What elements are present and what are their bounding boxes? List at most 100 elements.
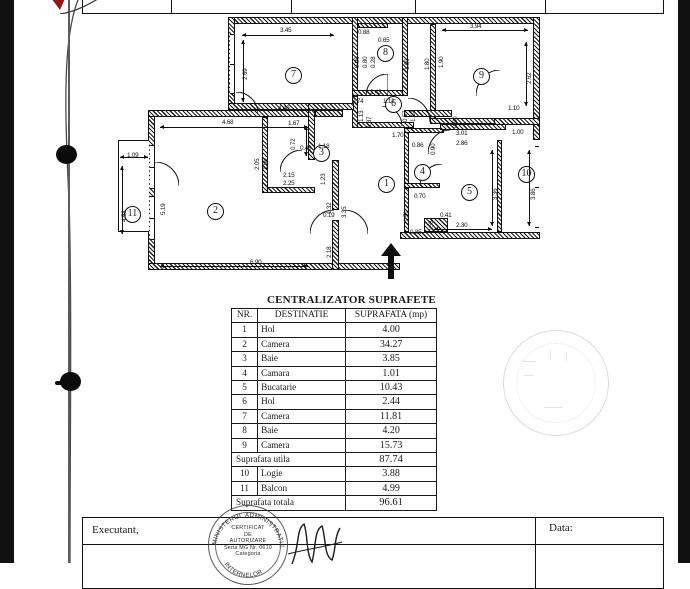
dim-2-05: 2.05 xyxy=(254,158,261,170)
north-arrow-icon xyxy=(381,243,401,279)
dim-1-23: 1.23 xyxy=(320,173,327,185)
dim-arrow xyxy=(524,42,528,106)
dim-2-18: 2.18 xyxy=(326,246,333,258)
stamp-center-text: CERTIFICAT DE AUTORIZARE Seria MG Nr. 06… xyxy=(208,525,288,558)
wall-room8-right xyxy=(402,17,408,96)
room-label-2: 2 xyxy=(207,203,224,220)
door-swing-hall1-left xyxy=(310,210,334,234)
dim-0-80: 0.80 xyxy=(362,56,369,68)
cell-suprafata: 2.44 xyxy=(345,394,437,410)
dim-3-94: 3.94 xyxy=(470,23,482,30)
dim-1-80a: 1.80 xyxy=(404,58,411,70)
door-swing-room5 xyxy=(428,130,450,154)
window-room11-left xyxy=(150,145,154,189)
dim-arrow xyxy=(490,150,494,226)
dim-5-19: 5.19 xyxy=(160,203,167,215)
room-label-11: 11 xyxy=(124,206,141,223)
wall-room4-bottom xyxy=(404,183,440,188)
cell-suprafata: 10.43 xyxy=(345,380,437,396)
dim-2-86: 2.86 xyxy=(456,140,468,147)
wall-link-right xyxy=(404,110,452,117)
dim-1-80b: 1.80 xyxy=(424,58,431,70)
red-ink-mark xyxy=(52,0,65,10)
dim-0-48: 0.48 xyxy=(300,145,312,152)
floor-plan-drawing: 1 2 3 4 5 6 7 8 9 10 11 3.45 2.69 0.88 0… xyxy=(0,0,690,290)
table-title: CENTRALIZATOR SUPRAFETE xyxy=(267,294,436,306)
dim-arrow xyxy=(242,33,334,37)
cell-destinatie: Balcon xyxy=(257,480,347,497)
cell-destinatie: Camera xyxy=(257,408,347,425)
dim-1-67: 1.67 xyxy=(288,120,300,127)
signature-block xyxy=(82,517,664,589)
cell-nr: 5 xyxy=(230,380,259,396)
executant-label: Executant, xyxy=(92,524,139,536)
cell-nr: 2 xyxy=(230,336,259,353)
dim-1-13: 1.13 xyxy=(358,110,365,122)
dim-0-88: 0.88 xyxy=(358,29,370,36)
cell-nr: 7 xyxy=(230,408,259,425)
cell-nr: 11 xyxy=(230,480,259,497)
wall-bottom-kitchen xyxy=(400,232,540,239)
cell-suprafata: 11.81 xyxy=(345,408,437,425)
wall-room8-topstub xyxy=(358,23,388,28)
faint-round-stamp-watermark xyxy=(503,330,609,436)
dim-2-25: 2.25 xyxy=(283,180,295,187)
room-label-8: 8 xyxy=(377,45,394,62)
door-swing-room8 xyxy=(366,74,388,96)
dim-3-86: 3.86 xyxy=(530,188,537,200)
room-label-5: 5 xyxy=(461,184,478,201)
col-header-nr: NR. xyxy=(230,307,259,324)
subtotal-label: Suprafata utila xyxy=(230,452,347,468)
dim-1-12b: 1.12 xyxy=(410,110,417,122)
wall-centre-vert-a xyxy=(308,110,315,160)
wall-room4-left xyxy=(404,128,409,188)
cell-destinatie: Hol xyxy=(257,322,347,338)
dim-0-57: 0.57 xyxy=(402,110,409,122)
cell-destinatie: Camara xyxy=(257,365,347,382)
handwritten-signature xyxy=(287,522,343,565)
cell-suprafata: 4.99 xyxy=(345,480,437,497)
cell-destinatie: Camera xyxy=(257,336,347,353)
wall-room9-bottom2 xyxy=(494,118,540,125)
total-value: 96.61 xyxy=(345,495,437,511)
room-label-4: 4 xyxy=(414,164,431,181)
scan-edge-left xyxy=(0,0,14,563)
svg-text:INTERNELOR: INTERNELOR xyxy=(223,561,264,579)
dim-1-10: 1.10 xyxy=(508,105,520,112)
cell-destinatie: Logie xyxy=(257,466,347,482)
paper-fold-curve xyxy=(65,0,79,563)
col-header-destinatie: DESTINATIE xyxy=(257,307,347,324)
cell-destinatie: Hol xyxy=(257,394,347,410)
cell-nr: 4 xyxy=(230,365,259,382)
dim-1-96: 1.96 xyxy=(262,158,269,170)
room-label-1: 1 xyxy=(378,176,395,193)
door-swing-room2 xyxy=(155,162,179,186)
dim-arrow xyxy=(120,155,148,159)
wall-link-right2 xyxy=(440,124,506,130)
dim-1-09: 1.09 xyxy=(127,152,139,159)
room-label-10: 10 xyxy=(518,166,535,183)
dim-3-45: 3.45 xyxy=(280,27,292,34)
dim-3-01: 3.01 xyxy=(456,130,468,137)
wall-room9-left xyxy=(430,24,436,124)
wall-room3-bottom xyxy=(262,187,315,193)
room-label-3: 3 xyxy=(313,145,330,162)
dim-2-62: 2.62 xyxy=(526,72,533,84)
title-block-cat: CAT. xyxy=(331,0,355,3)
dim-arrow xyxy=(304,126,308,156)
stamp-line-1: CERTIFICAT xyxy=(231,525,265,531)
cell-destinatie: Camera xyxy=(257,437,347,454)
dim-1-90: 1.90 xyxy=(438,56,445,68)
cell-nr: 6 xyxy=(230,394,259,410)
window-room7 xyxy=(230,34,234,94)
cell-nr: 1 xyxy=(230,322,259,338)
